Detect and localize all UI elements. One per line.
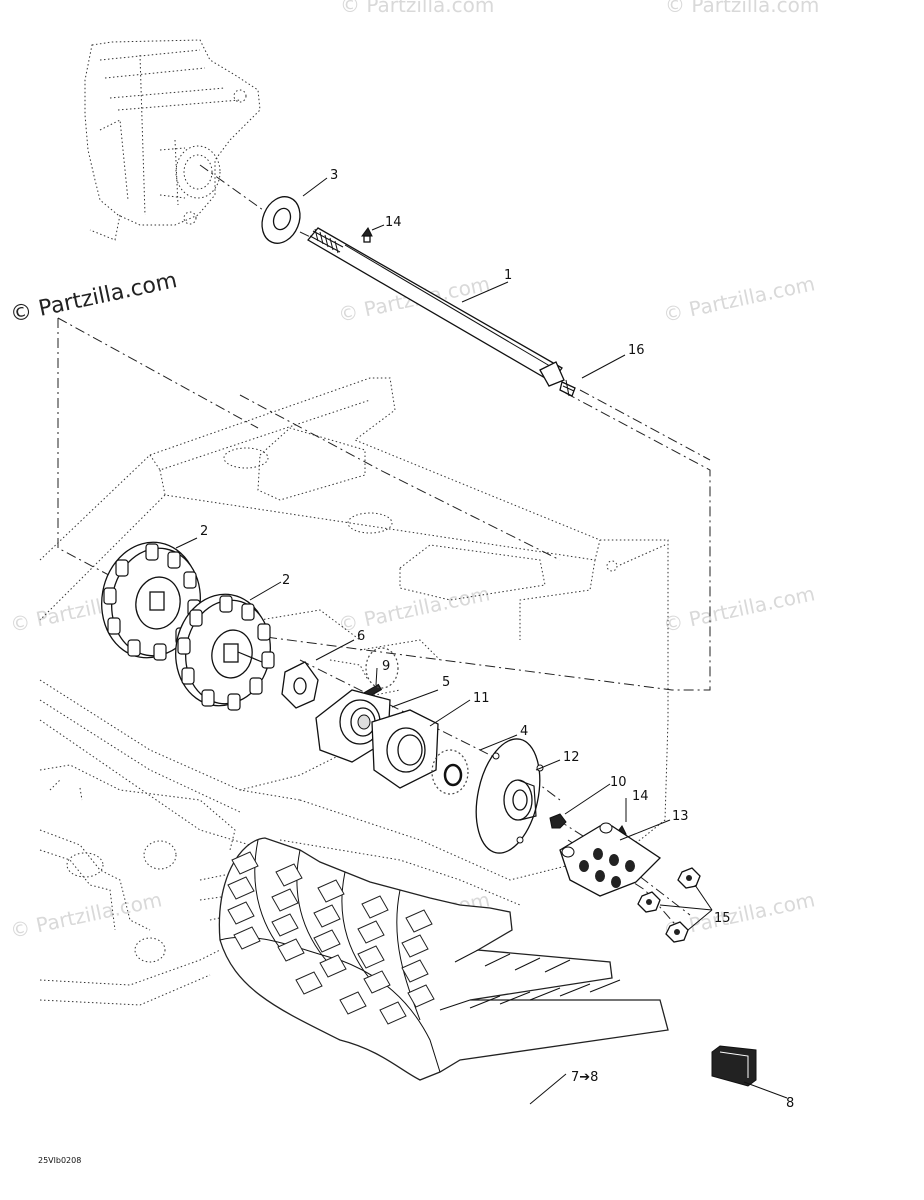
callout-1: 1 xyxy=(504,268,512,283)
callout-9: 9 xyxy=(382,659,390,674)
watermark: © Partzilla.com xyxy=(661,271,817,327)
part-14-grease-fitting xyxy=(361,227,373,243)
callout-3: 3 xyxy=(330,168,338,183)
part-2-sprocket-front xyxy=(175,593,275,711)
part-4-circlip xyxy=(443,763,463,787)
callout-10: 10 xyxy=(610,775,627,790)
chassis-frame xyxy=(39,377,669,1006)
callout-16: 16 xyxy=(628,343,645,358)
callout-7: 7➔8 xyxy=(571,1070,598,1085)
callout-14: 14 xyxy=(632,789,649,804)
part-11-flange xyxy=(371,709,439,789)
watermark-main: © Partzilla.com xyxy=(8,268,179,328)
watermark: © Partzilla.com xyxy=(8,887,164,943)
leader-lines xyxy=(175,177,788,1105)
gasket-outline xyxy=(431,749,469,795)
watermarks: © Partzilla.com © Partzilla.com © Partzi… xyxy=(8,0,819,943)
part-10-nut xyxy=(549,813,567,829)
part-7-track xyxy=(218,837,669,1081)
part-12-end-plate xyxy=(475,738,544,854)
callout-2: 2 xyxy=(200,524,208,539)
watermark: © Partzilla.com xyxy=(340,0,494,17)
callout-15: 15 xyxy=(714,911,731,926)
part-3-seal xyxy=(261,196,301,244)
callout-5: 5 xyxy=(442,675,450,690)
part-13-bracket xyxy=(559,822,662,897)
part-2-sprocket-rear xyxy=(101,541,201,661)
callout-14: 14 xyxy=(385,215,402,230)
part-6-spacer xyxy=(281,661,319,709)
part-8-clip xyxy=(711,1045,757,1087)
callout-13: 13 xyxy=(672,809,689,824)
watermark: © Partzilla.com xyxy=(661,581,817,637)
callout-11: 11 xyxy=(473,691,490,706)
chaincase-housing xyxy=(84,39,261,241)
part-16-screw xyxy=(559,379,576,397)
callout-6: 6 xyxy=(357,629,365,644)
watermark: © Partzilla.com xyxy=(665,0,819,17)
diagram-code: 25Vlb0208 xyxy=(38,1156,81,1165)
callout-12: 12 xyxy=(563,750,580,765)
callout-4: 4 xyxy=(520,724,528,739)
callout-labels: 1 2 2 3 4 5 6 7➔8 8 9 10 11 12 13 14 14 … xyxy=(200,168,794,1111)
callout-2: 2 xyxy=(282,573,290,588)
part-1-drive-axle xyxy=(307,227,565,387)
callout-8: 8 xyxy=(786,1096,794,1111)
gasket-outline xyxy=(365,647,399,689)
